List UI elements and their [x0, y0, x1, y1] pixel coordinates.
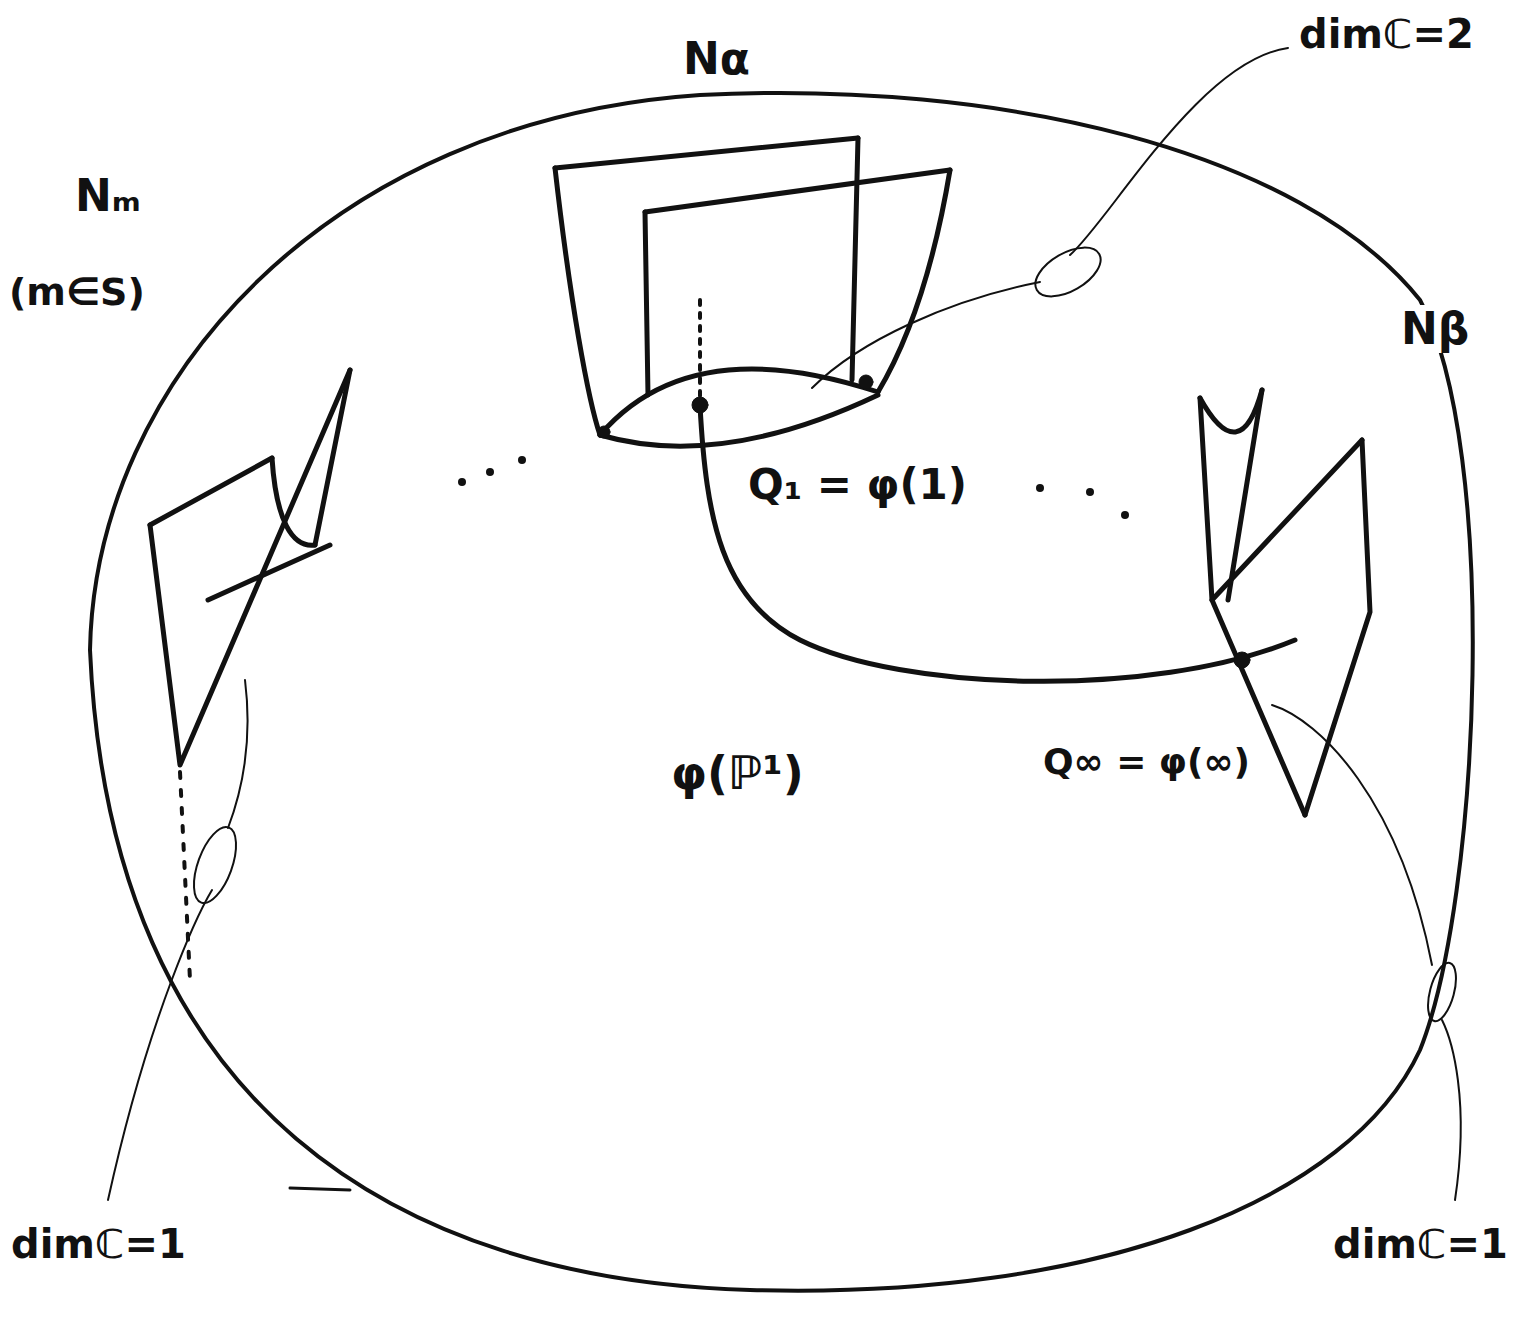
- math-label: dimℂ=2: [1296, 12, 1477, 56]
- math-label: Nβ: [1398, 305, 1472, 353]
- marked-point: [692, 397, 708, 413]
- dotted-line: [698, 300, 702, 398]
- math-label: (m∈S): [6, 272, 148, 314]
- tube-point: [598, 426, 610, 438]
- leader-line: [108, 48, 1461, 1200]
- ellipsis-dots: [458, 456, 1129, 519]
- marked-point: [1234, 652, 1250, 668]
- rational-curve: [700, 405, 1295, 681]
- tube-surface: [555, 138, 950, 446]
- wedge-surface: [150, 370, 350, 765]
- math-label: φ(ℙ¹): [668, 748, 807, 799]
- math-label: dimℂ=1: [1330, 1222, 1511, 1266]
- math-label: Q₁ = φ(1): [745, 462, 970, 508]
- math-label: Q∞ = φ(∞): [1040, 742, 1253, 782]
- tube-point: [859, 375, 873, 389]
- tick-mark: [290, 1188, 350, 1190]
- math-label: Nₘ: [72, 172, 144, 220]
- ambient-outline: [90, 93, 1473, 1291]
- math-label: Nα: [680, 35, 753, 83]
- math-label: dimℂ=1: [8, 1222, 189, 1266]
